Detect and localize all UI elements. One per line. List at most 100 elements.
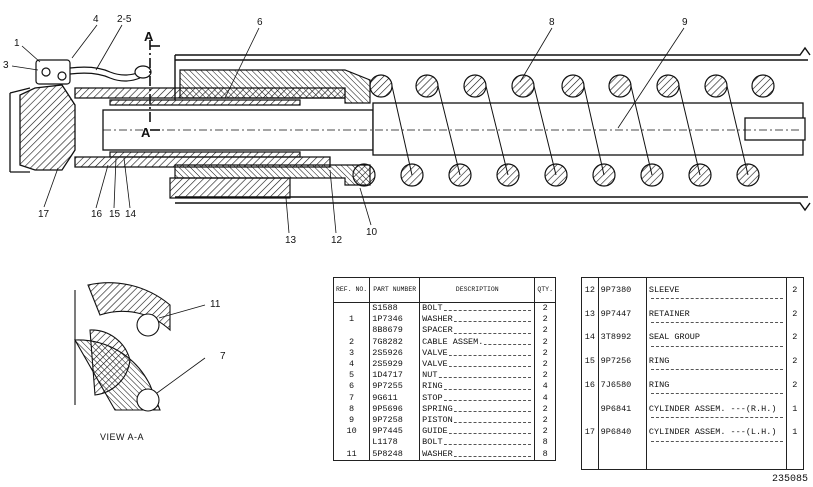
qty-cell: 2 (542, 347, 548, 358)
cable-and-valves (35, 59, 152, 85)
qty-cell: 4 (542, 381, 548, 392)
qty-cell: 2 (542, 426, 548, 437)
callout-10: 10 (366, 227, 378, 238)
ref-no-cell: 7 (333, 392, 371, 404)
ref-no-cell (581, 397, 599, 421)
ref-no-cell: 4 (333, 358, 371, 371)
ref-no-cell: 14 (581, 326, 599, 350)
description-cell: CYLINDER ASSEM. ---(R.H.) (646, 397, 787, 421)
callout-14: 14 (125, 209, 137, 220)
callout-12: 12 (331, 235, 343, 246)
callout-17: 17 (38, 209, 50, 220)
part-number-cell: 9P7380 (598, 277, 647, 303)
part-number-cell: 2S5926 (369, 347, 421, 359)
table-header-row: REF. NO. PART NUMBER DESCRIPTION QTY. (333, 277, 556, 303)
description-cell: GUIDE (419, 426, 536, 438)
section-marker-top: A (144, 29, 154, 44)
ref-no-cell: 3 (333, 347, 371, 359)
part-number-cell: L1178 (369, 437, 421, 449)
spring-links (391, 85, 749, 176)
part-number-cell: 9P7256 (598, 349, 647, 374)
ref-no-cell (333, 302, 371, 315)
ref-no-cell: 9 (333, 414, 371, 427)
qty-cell: 2 (542, 403, 548, 414)
qty-cell: 2 (542, 414, 548, 425)
qty-cell: 1 (792, 427, 798, 438)
cylinder-outer-shell (174, 46, 811, 212)
callout-9: 9 (682, 17, 688, 28)
qty-cell: 8 (542, 448, 548, 459)
part-number-cell: 7J6580 (598, 373, 647, 398)
spring-coils-top (369, 74, 775, 98)
parts-table-left: REF. NO. PART NUMBER DESCRIPTION QTY. S1… (333, 277, 556, 461)
description-cell: SPACER (419, 325, 536, 337)
part-number-cell: 5P8248 (369, 448, 421, 461)
ref-no-cell: 13 (581, 302, 599, 327)
qty-cell: 2 (792, 379, 798, 390)
description-cell: SEAL GROUP (646, 326, 787, 350)
description-cell: WASHER (419, 314, 536, 326)
qty-cell: 1 (792, 403, 798, 414)
ref-no-cell: 12 (581, 277, 599, 303)
callout-8: 8 (549, 17, 555, 28)
part-number-cell: 9P6840 (598, 420, 647, 445)
part-number-cell: 9P5696 (369, 403, 421, 415)
ref-no-cell: 10 (333, 426, 371, 438)
ref-no-cell: 1 (333, 314, 371, 326)
view-a-a-label: VIEW A-A (100, 432, 145, 442)
description-cell: RING (646, 373, 787, 398)
callout-6: 6 (257, 17, 263, 28)
qty-cell: 8 (542, 437, 548, 448)
description-cell: BOLT (419, 437, 536, 449)
part-number-cell: 2S5929 (369, 358, 421, 371)
part-number-cell: 9P7258 (369, 414, 421, 427)
part-number-cell: 3T8992 (598, 326, 647, 350)
description-cell: PISTON (419, 414, 536, 427)
callout-2-5: 2-5 (117, 14, 132, 25)
ref-no-cell: 17 (581, 420, 599, 445)
header-qty: QTY. (534, 277, 556, 303)
callout-1: 1 (14, 38, 20, 49)
description-cell: SPRING (419, 403, 536, 415)
qty-cell: 2 (792, 332, 798, 343)
part-number-cell: 9P7445 (369, 426, 421, 438)
empty-cell (581, 444, 599, 470)
empty-cell (598, 444, 647, 470)
callout-15: 15 (109, 209, 121, 220)
ref-no-cell: 15 (581, 349, 599, 374)
part-number-cell: 7G8282 (369, 336, 421, 348)
qty-cell: 2 (542, 314, 548, 325)
description-cell: RING (646, 349, 787, 374)
callout-4: 4 (93, 14, 99, 25)
part-number-cell: 9P7255 (369, 381, 421, 393)
qty-cell: 4 (542, 392, 548, 403)
leader-lines (11, 24, 685, 234)
ref-no-cell: 6 (333, 381, 371, 393)
part-number-cell: 9P6841 (598, 397, 647, 421)
part-number-cell: 1P7346 (369, 314, 421, 326)
callout-7: 7 (220, 351, 226, 362)
callout-11: 11 (210, 299, 221, 310)
qty-cell: 2 (542, 370, 548, 381)
callout-3: 3 (3, 60, 9, 71)
ref-no-cell: 8 (333, 403, 371, 415)
view-a-a-detail (74, 282, 206, 412)
header-description: DESCRIPTION (419, 277, 536, 303)
